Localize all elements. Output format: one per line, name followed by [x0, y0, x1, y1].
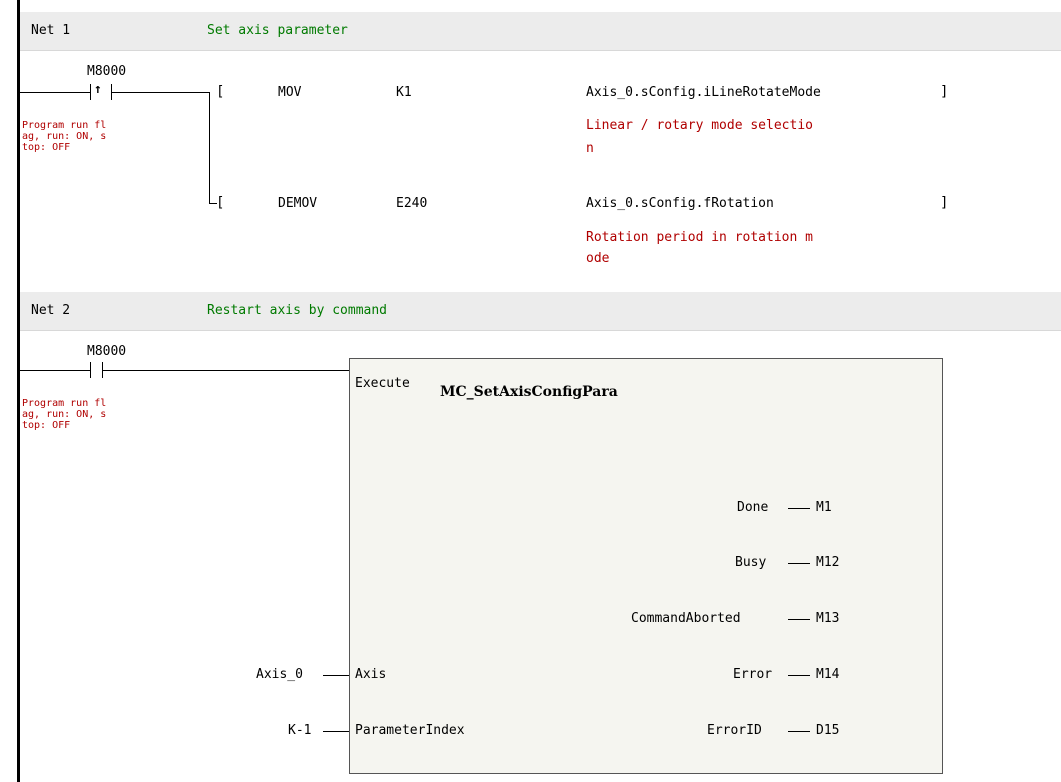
instr2-op[interactable]: DEMOV	[278, 196, 318, 211]
net1-branch	[209, 92, 210, 203]
fb-error-wire	[788, 675, 810, 676]
instr1-op[interactable]: MOV	[278, 85, 302, 100]
net1-header[interactable]: Net 1 Set axis parameter	[20, 12, 1061, 51]
net2-comment[interactable]: Restart axis by command	[207, 303, 388, 318]
instr1-comment-2: n	[586, 141, 594, 156]
net2-label: Net 2	[31, 303, 71, 318]
net2-wire-out	[102, 370, 349, 371]
instr2-dst[interactable]: Axis_0.sConfig.fRotation	[586, 196, 774, 211]
net1-contact-left	[90, 84, 91, 100]
left-power-rail	[17, 0, 20, 782]
net1-label: Net 1	[31, 23, 71, 38]
net2-header[interactable]: Net 2 Restart axis by command	[20, 292, 1061, 331]
fb-errorid-wire	[788, 731, 810, 732]
fb-param-wire	[323, 731, 349, 732]
fb-title[interactable]: MC_SetAxisConfigPara	[440, 384, 618, 400]
fb-pin-done: Done	[737, 500, 769, 515]
fb-var-done[interactable]: M1	[816, 500, 832, 515]
net1-contact-comment: Program run fl ag, run: ON, s top: OFF	[22, 120, 107, 153]
instr2-src[interactable]: E240	[396, 196, 428, 211]
net1-wire-in	[20, 92, 90, 93]
fb-var-command-aborted[interactable]: M13	[816, 611, 840, 626]
fb-var-parameter-index[interactable]: K-1	[288, 723, 312, 738]
instr1-comment-1: Linear / rotary mode selectio	[586, 118, 813, 133]
fb-var-error[interactable]: M14	[816, 667, 840, 682]
instr1-src[interactable]: K1	[396, 85, 412, 100]
net2-contact-left	[90, 362, 91, 378]
fb-pin-execute: Execute	[355, 376, 410, 391]
fb-aborted-wire	[788, 619, 810, 620]
rising-edge-icon[interactable]: ↑	[94, 82, 102, 97]
fb-pin-axis: Axis	[355, 667, 387, 682]
net2-contact-name[interactable]: M8000	[87, 344, 127, 359]
net2-contact-comment: Program run fl ag, run: ON, s top: OFF	[22, 398, 107, 431]
fb-busy-wire	[788, 563, 810, 564]
instr1-open-bracket: [	[216, 84, 225, 100]
net2-wire-in	[20, 370, 90, 371]
fb-pin-command-aborted: CommandAborted	[631, 611, 741, 626]
fb-done-wire	[788, 508, 810, 509]
net1-contact-name[interactable]: M8000	[87, 64, 127, 79]
fb-pin-parameter-index: ParameterIndex	[355, 723, 465, 738]
net1-wire-out	[111, 92, 209, 93]
fb-var-busy[interactable]: M12	[816, 555, 840, 570]
fb-pin-error-id: ErrorID	[707, 723, 762, 738]
instr2-open-bracket: [	[216, 195, 225, 211]
fb-var-error-id[interactable]: D15	[816, 723, 840, 738]
function-block[interactable]	[349, 358, 943, 774]
instr2-comment-2: ode	[586, 251, 610, 266]
instr2-comment-1: Rotation period in rotation m	[586, 230, 813, 245]
fb-pin-error: Error	[733, 667, 773, 682]
instr1-close-bracket: ]	[940, 84, 949, 100]
fb-axis-wire	[323, 675, 349, 676]
fb-pin-busy: Busy	[735, 555, 767, 570]
instr2-close-bracket: ]	[940, 195, 949, 211]
fb-var-axis[interactable]: Axis_0	[256, 667, 303, 682]
instr1-dst[interactable]: Axis_0.sConfig.iLineRotateMode	[586, 85, 821, 100]
net1-branch-wire2	[209, 203, 217, 204]
net1-comment[interactable]: Set axis parameter	[207, 23, 348, 38]
